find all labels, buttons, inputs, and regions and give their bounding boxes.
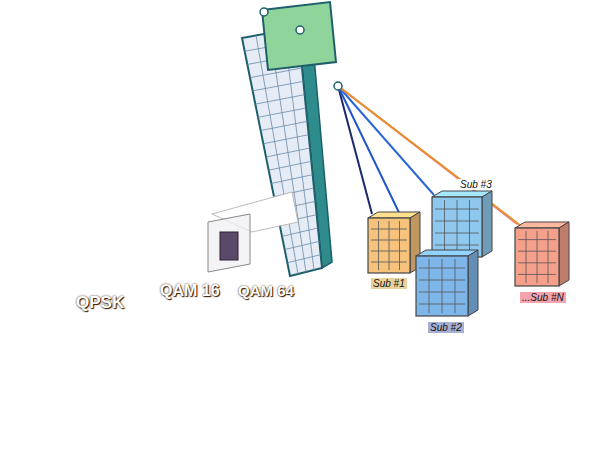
tower-grid xyxy=(266,148,310,157)
window-grid xyxy=(419,292,465,293)
subscriber-label: Sub #2 xyxy=(428,322,464,333)
qpsk-band: QPSK QAM 16 QAM 64 xyxy=(4,178,609,440)
window-grid xyxy=(518,239,556,240)
antenna xyxy=(334,82,342,90)
tower-grid xyxy=(261,121,308,130)
subscriber-label: ...Sub #N xyxy=(520,292,566,303)
tower-grid xyxy=(269,161,312,170)
tower-side xyxy=(298,28,332,268)
antenna xyxy=(296,26,304,34)
tower-grid xyxy=(279,215,316,223)
tower-grid xyxy=(250,68,302,78)
subscriber-building xyxy=(368,212,420,273)
window-grid xyxy=(442,259,443,313)
window-grid xyxy=(435,209,479,210)
building-front xyxy=(416,256,468,316)
window-grid xyxy=(378,221,379,270)
subscriber-building xyxy=(416,250,478,316)
sector-tint xyxy=(320,110,613,459)
sector-tint xyxy=(320,110,613,459)
subscriber-label: Sub #3 xyxy=(458,179,494,190)
modulation-label: QAM 64 xyxy=(238,283,294,300)
window-grid xyxy=(518,262,556,263)
tower-grid xyxy=(247,55,300,65)
tower-grid xyxy=(274,188,314,197)
tower-grid xyxy=(271,175,312,184)
band-fill xyxy=(229,256,419,334)
band-fill xyxy=(151,226,499,394)
window-grid xyxy=(419,280,465,281)
window-grid xyxy=(444,200,445,254)
window-grid xyxy=(548,231,549,283)
window-grid xyxy=(518,274,556,275)
tower-grid xyxy=(255,95,304,104)
window-grid xyxy=(435,233,479,234)
tower-grid xyxy=(245,41,300,51)
window-grid xyxy=(371,229,407,230)
tower-grid xyxy=(258,108,306,117)
tower-top xyxy=(262,2,336,70)
building-front xyxy=(432,197,482,257)
radio-link xyxy=(338,86,434,195)
building-roof xyxy=(432,191,492,197)
window-grid xyxy=(371,240,407,241)
window-grid xyxy=(371,251,407,252)
tower-grid xyxy=(285,241,320,249)
building-side xyxy=(410,212,420,273)
subscriber-label: Sub #1 xyxy=(371,278,407,289)
tower-front xyxy=(242,28,322,276)
radio-link xyxy=(338,86,418,252)
tower-grid xyxy=(270,33,306,272)
window-grid xyxy=(399,221,400,270)
subscriber-building xyxy=(432,191,492,257)
backhaul-beam xyxy=(212,192,298,232)
window-grid xyxy=(469,200,470,254)
radio-link xyxy=(338,86,517,224)
window-grid xyxy=(419,268,465,269)
modulation-label: QAM 16 xyxy=(160,282,220,300)
sector-tint xyxy=(320,110,613,459)
modulation-label: QPSK xyxy=(76,294,124,313)
window-grid xyxy=(537,231,538,283)
building-roof xyxy=(416,250,478,256)
qam16-band: QAM 16 QAM 64 xyxy=(150,225,500,395)
band-ellipse xyxy=(150,225,500,395)
building-front xyxy=(515,228,559,286)
building-side xyxy=(482,191,492,257)
window-grid xyxy=(419,304,465,305)
tower-grid xyxy=(282,228,318,236)
building-roof xyxy=(515,222,569,228)
building-front xyxy=(368,218,410,273)
tower-grid xyxy=(263,135,308,144)
server xyxy=(220,232,238,260)
subscriber-building xyxy=(515,222,569,286)
building-side xyxy=(468,250,478,316)
window-grid xyxy=(429,259,430,313)
window-grid xyxy=(371,262,407,263)
window-grid xyxy=(518,251,556,252)
qam64-band: QAM 64 xyxy=(228,255,420,335)
tower-grid xyxy=(256,36,298,275)
window-grid xyxy=(435,245,479,246)
tower-grid xyxy=(253,81,304,91)
band-fill xyxy=(5,179,608,439)
window-grid xyxy=(435,221,479,222)
building-side xyxy=(559,222,569,286)
tower-grid xyxy=(277,201,316,210)
antenna xyxy=(260,8,268,16)
radio-link xyxy=(338,86,521,226)
window-grid xyxy=(389,221,390,270)
tower-grid xyxy=(284,31,314,271)
tower-grid xyxy=(287,255,320,263)
window-grid xyxy=(455,259,456,313)
server-box xyxy=(208,214,250,272)
tower xyxy=(242,2,336,276)
window-grid xyxy=(457,200,458,254)
window-grid xyxy=(526,231,527,283)
building-roof xyxy=(368,212,420,218)
radio-link xyxy=(338,86,372,214)
